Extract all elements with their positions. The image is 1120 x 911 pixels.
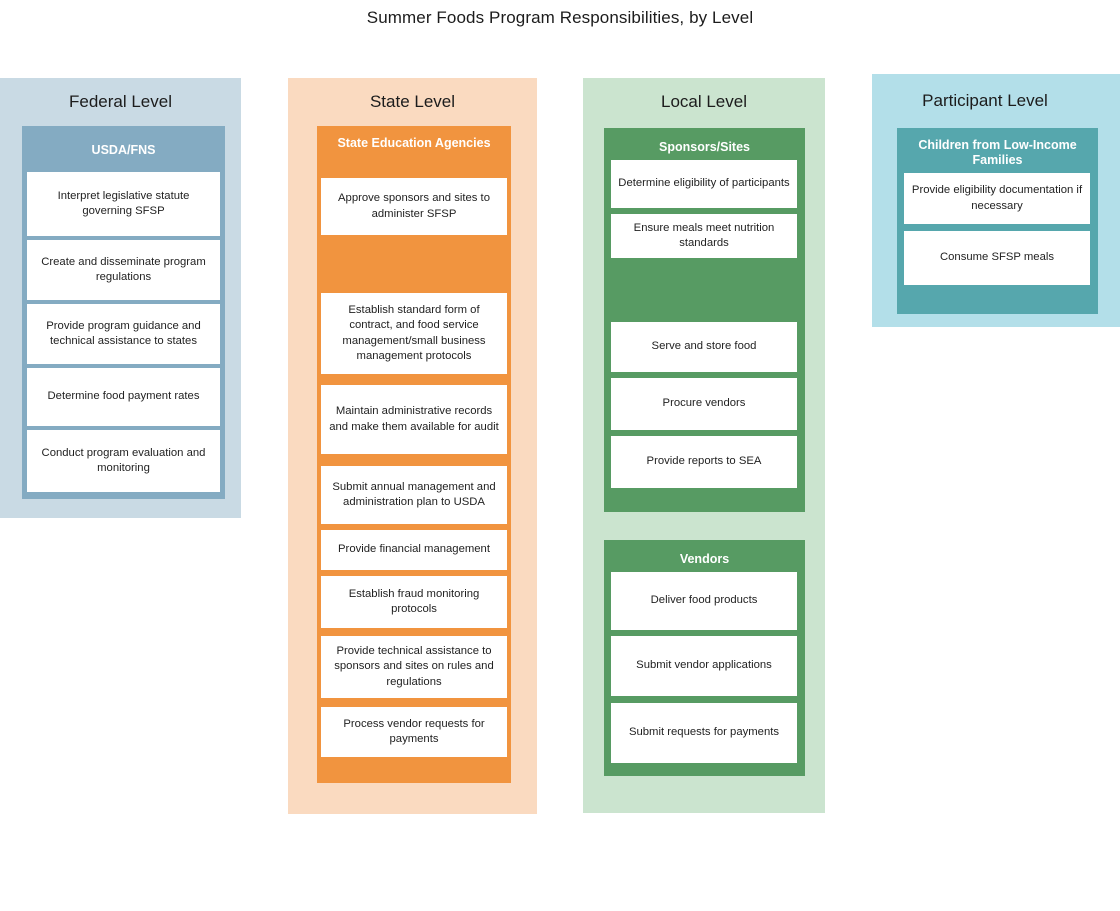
task-box[interactable]: Maintain administrative records and make… <box>321 385 507 454</box>
task-box[interactable]: Process vendor requests for payments <box>321 707 507 757</box>
task-label: Approve sponsors and sites to administer… <box>338 192 490 220</box>
task-box[interactable]: Establish standard form of contract, and… <box>321 293 507 374</box>
task-label: Determine food payment rates <box>47 390 200 403</box>
task-box[interactable]: Approve sponsors and sites to administer… <box>321 178 507 235</box>
page-title: Summer Foods Program Responsibilities, b… <box>366 8 754 27</box>
group-panel-usda-fns: USDA/FNS Interpret legislative statute g… <box>22 126 225 499</box>
task-box[interactable]: Submit vendor applications <box>611 636 797 696</box>
task-box[interactable]: Provide financial management <box>321 530 507 570</box>
column-heading-federal: Federal Level <box>68 92 172 111</box>
task-box[interactable]: Deliver food products <box>611 572 797 630</box>
column-federal: Federal Level USDA/FNS Interpret legisla… <box>0 78 241 518</box>
group-title-sponsors-sites: Sponsors/Sites <box>659 140 750 154</box>
task-box[interactable]: Conduct program evaluation and monitorin… <box>27 430 220 492</box>
group-title-usda-fns: USDA/FNS <box>91 143 156 157</box>
column-heading-local: Local Level <box>660 92 747 111</box>
task-box[interactable]: Submit requests for payments <box>611 703 797 763</box>
task-label: Conduct program evaluation and monitorin… <box>41 446 206 475</box>
column-local: Local Level Sponsors/Sites Determine eli… <box>583 78 825 813</box>
task-label: Provide program guidance and technical a… <box>46 319 201 348</box>
task-box[interactable]: Procure vendors <box>611 378 797 430</box>
column-heading-participant: Participant Level <box>922 91 1048 110</box>
group-title-state-education-agencies: State Education Agencies <box>337 136 491 150</box>
column-participant: Participant Level Children from Low-Inco… <box>872 74 1120 327</box>
task-label: Consume SFSP meals <box>939 251 1055 264</box>
task-box[interactable]: Establish fraud monitoring protocols <box>321 576 507 628</box>
group-panel-state-education-agencies: State Education Agencies Approve sponsor… <box>317 126 511 783</box>
task-label: Determine eligibility of participants <box>618 177 790 190</box>
task-label: Maintain administrative records and make… <box>329 405 499 433</box>
task-label: Submit requests for payments <box>628 726 780 739</box>
task-box[interactable]: Consume SFSP meals <box>904 231 1090 285</box>
task-box[interactable]: Determine eligibility of participants <box>611 160 797 208</box>
task-label: Provide financial management <box>338 543 490 556</box>
column-heading-state: State Level <box>369 92 456 111</box>
column-state: State Level State Education Agencies App… <box>288 78 537 814</box>
task-label: Provide technical assistance to sponsors… <box>334 644 494 688</box>
task-box[interactable]: Serve and store food <box>611 322 797 372</box>
task-label: Ensure meals meet nutrition standards <box>633 221 775 250</box>
task-box[interactable]: Determine food payment rates <box>27 368 220 426</box>
task-box[interactable]: Interpret legislative statute governing … <box>27 172 220 236</box>
task-box[interactable]: Ensure meals meet nutrition standards <box>611 214 797 258</box>
task-box[interactable]: Provide technical assistance to sponsors… <box>321 636 507 698</box>
task-label: Provide eligibility documentation if nec… <box>911 184 1083 212</box>
task-label: Serve and store food <box>651 340 757 353</box>
task-label: Establish fraud monitoring protocols <box>348 587 480 616</box>
task-label: Interpret legislative statute governing … <box>57 189 190 218</box>
task-label: Submit vendor applications <box>636 659 772 672</box>
group-title-vendors: Vendors <box>679 552 730 566</box>
task-label: Procure vendors <box>662 397 746 410</box>
task-box[interactable]: Submit annual management and administrat… <box>321 466 507 524</box>
task-box[interactable]: Provide reports to SEA <box>611 436 797 488</box>
task-label: Provide reports to SEA <box>646 455 762 468</box>
group-panel-children-low-income: Children from Low-Income Families Provid… <box>897 128 1098 314</box>
group-panel-sponsors-sites: Sponsors/Sites Determine eligibility of … <box>604 128 805 512</box>
group-panel-vendors: Vendors Deliver food products Submit ven… <box>604 540 805 776</box>
task-label: Create and disseminate program regulatio… <box>41 255 206 284</box>
task-label: Process vendor requests for payments <box>343 717 485 746</box>
task-label: Submit annual management and administrat… <box>332 480 496 509</box>
task-box[interactable]: Create and disseminate program regulatio… <box>27 240 220 300</box>
task-label: Deliver food products <box>650 594 758 607</box>
task-box[interactable]: Provide eligibility documentation if nec… <box>904 173 1090 224</box>
group-title-children-low-income: Children from Low-Income Families <box>918 138 1077 167</box>
task-label: Establish standard form of contract, and… <box>342 303 486 363</box>
task-box[interactable]: Provide program guidance and technical a… <box>27 304 220 364</box>
